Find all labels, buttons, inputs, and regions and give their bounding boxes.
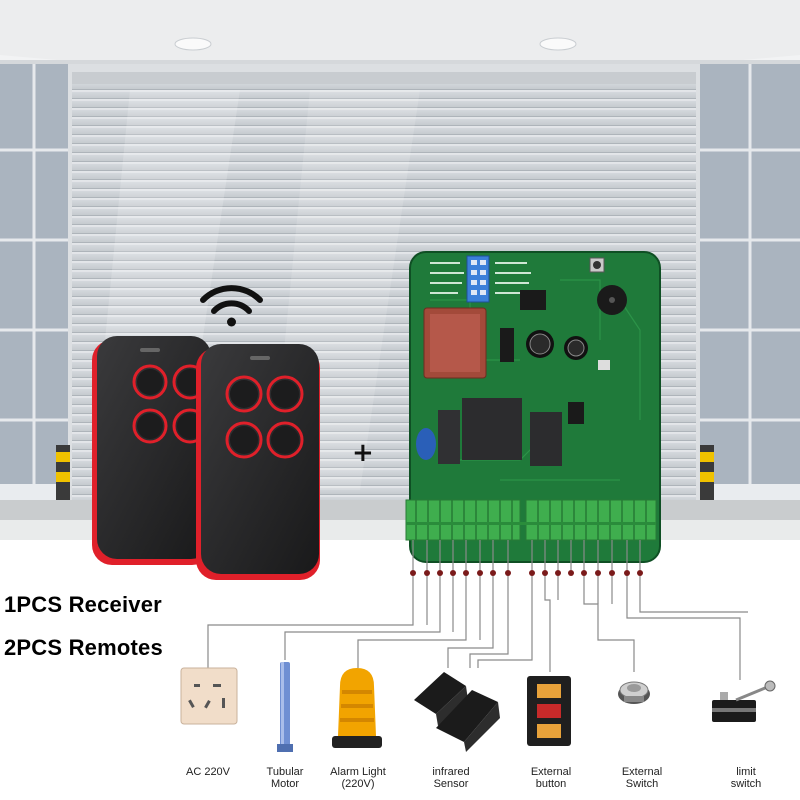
wireless-signal-icon: [200, 285, 263, 327]
remote-control-back: [92, 336, 212, 565]
receiver-circuit-board: [405, 251, 661, 563]
device-label-alarm-light: Alarm Light(220V): [330, 766, 386, 790]
external-button-icon: [527, 676, 571, 746]
external-switch-icon: [618, 681, 650, 704]
infrared-sensor-icon: [414, 672, 500, 752]
power-socket-icon: [180, 667, 238, 725]
alarm-light-icon: [332, 668, 382, 748]
remotes-quantity-text: 2PCS Remotes: [4, 635, 163, 660]
limit-switch-icon: [712, 680, 776, 722]
tubular-motor-icon: [277, 662, 293, 752]
remote-control-front: [196, 344, 320, 580]
terminal-wire-dots: [410, 570, 643, 576]
receiver-quantity-text: 1PCS Receiver: [4, 592, 162, 617]
device-label-ac: AC 220V: [185, 766, 231, 778]
wiring-lines: [207, 540, 748, 680]
plus-sign: +: [352, 438, 374, 468]
